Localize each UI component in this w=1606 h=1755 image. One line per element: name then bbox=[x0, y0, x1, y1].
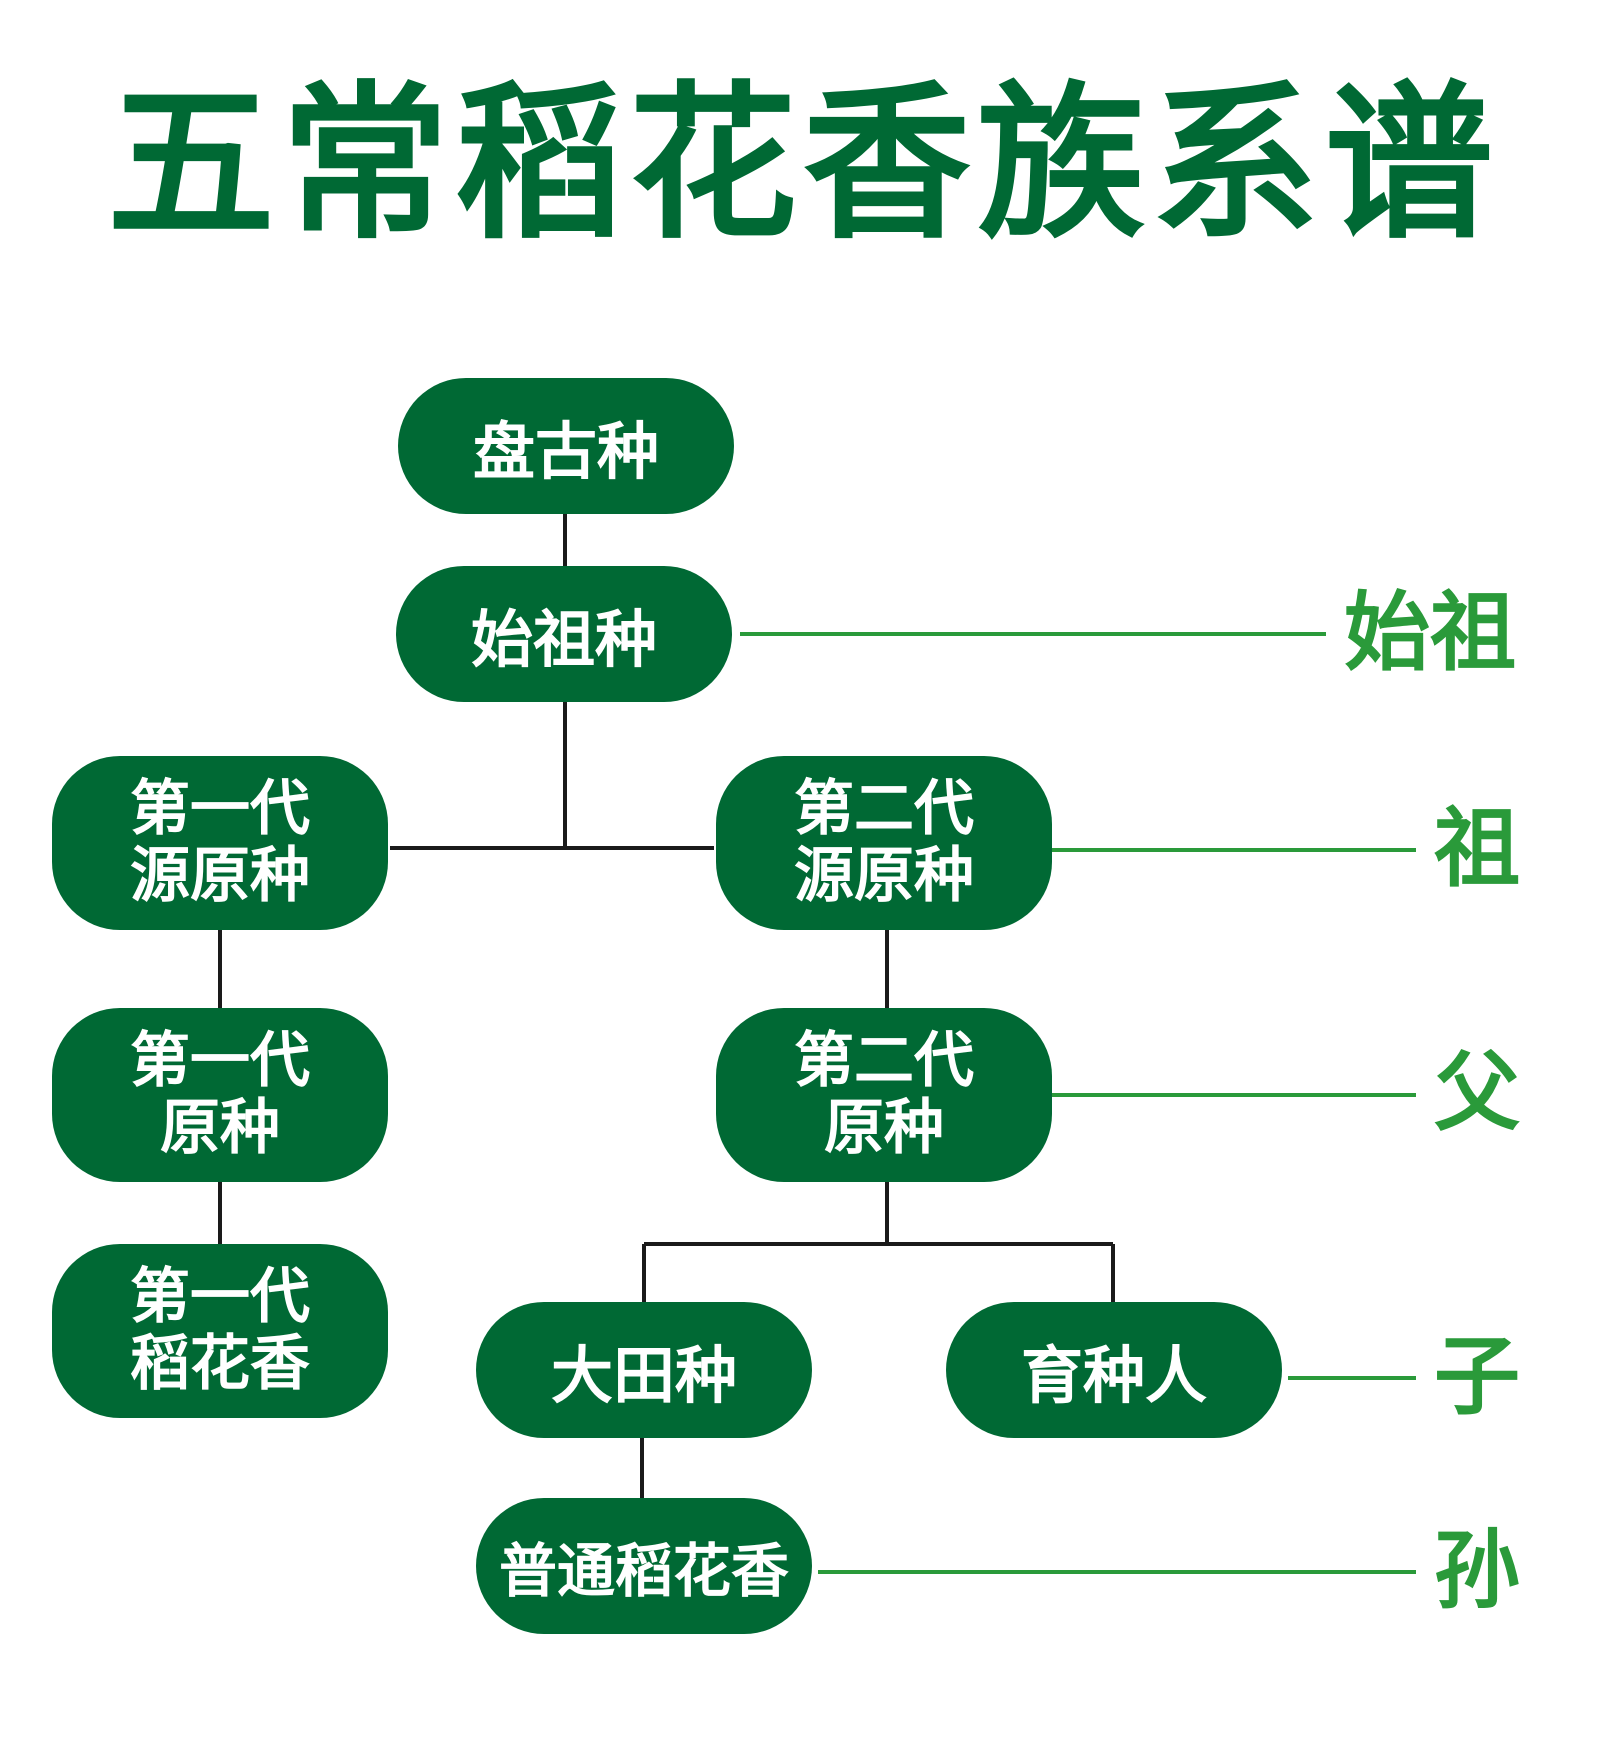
generation-label-zi: 子 bbox=[1434, 1327, 1520, 1427]
node-shizu: 始祖种 bbox=[396, 566, 732, 702]
node-breeder: 育种人 bbox=[946, 1302, 1282, 1438]
node-gen1-original-line2: 原种 bbox=[160, 1093, 280, 1163]
node-gen2-source-line2: 源原种 bbox=[794, 841, 974, 911]
tree-connectors bbox=[218, 514, 1115, 1498]
generation-leaders bbox=[740, 632, 1416, 1574]
node-pangu: 盘古种 bbox=[398, 378, 734, 514]
node-gen2-source-line1: 第二代 bbox=[794, 773, 974, 844]
generation-label-shizu: 始祖 bbox=[1344, 583, 1516, 683]
node-common: 普通稻花香 bbox=[476, 1498, 812, 1634]
node-gen1-daohuaxiang-line1: 第一代 bbox=[130, 1261, 310, 1332]
node-gen2-original: 第二代 原种 bbox=[716, 1008, 1052, 1182]
page-title: 五常稻花香族系谱 bbox=[107, 66, 1499, 262]
node-common-label: 普通稻花香 bbox=[498, 1537, 789, 1605]
node-gen2-original-line1: 第二代 bbox=[794, 1025, 974, 1096]
generation-label-zu: 祖 bbox=[1434, 799, 1520, 899]
node-gen2-source: 第二代 源原种 bbox=[716, 756, 1052, 930]
node-gen1-source-line1: 第一代 bbox=[130, 773, 310, 844]
node-shizu-label: 始祖种 bbox=[470, 603, 657, 676]
node-gen1-original: 第一代 原种 bbox=[52, 1008, 388, 1182]
node-gen2-original-line2: 原种 bbox=[824, 1093, 944, 1163]
node-gen1-source-line2: 源原种 bbox=[130, 841, 310, 911]
node-datian: 大田种 bbox=[476, 1302, 812, 1438]
node-breeder-label: 育种人 bbox=[1020, 1339, 1207, 1412]
node-gen1-source: 第一代 源原种 bbox=[52, 756, 388, 930]
node-pangu-label: 盘古种 bbox=[472, 415, 659, 488]
node-gen1-daohuaxiang-line2: 稻花香 bbox=[130, 1329, 310, 1399]
generation-label-fu: 父 bbox=[1434, 1043, 1520, 1143]
node-gen1-original-line1: 第一代 bbox=[130, 1025, 310, 1096]
generation-label-sun: 孙 bbox=[1434, 1521, 1520, 1621]
node-gen1-daohuaxiang: 第一代 稻花香 bbox=[52, 1244, 388, 1418]
node-datian-label: 大田种 bbox=[550, 1339, 737, 1412]
